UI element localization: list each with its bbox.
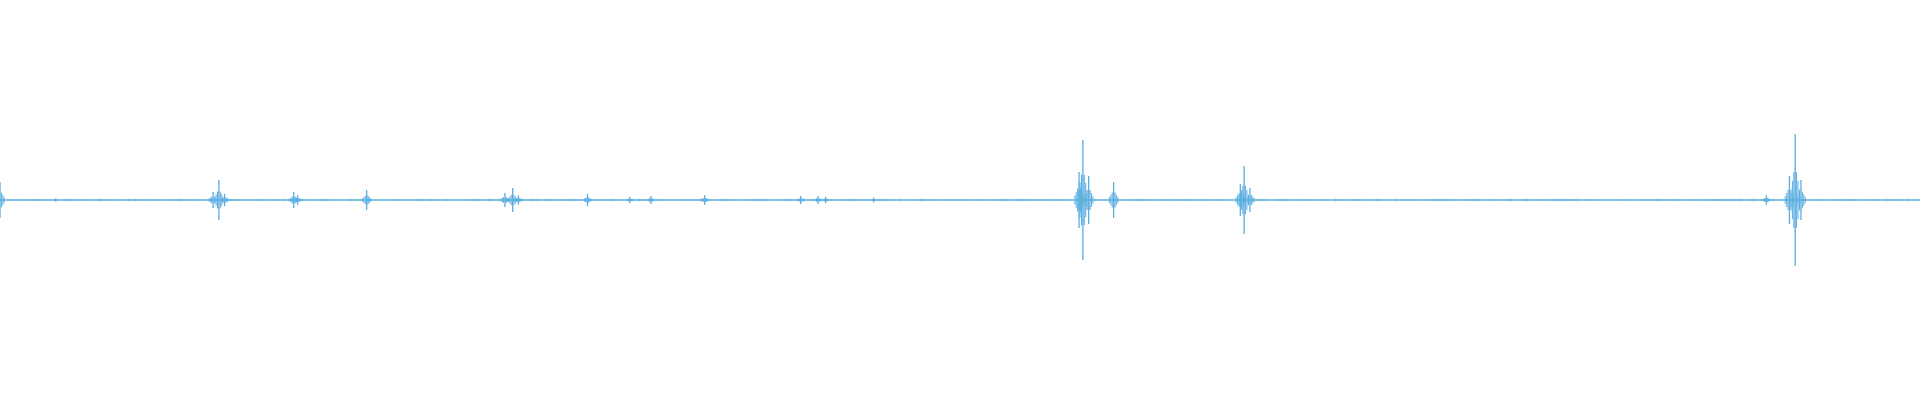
waveform-peak xyxy=(1796,180,1806,220)
waveform-peak xyxy=(500,192,510,208)
waveform-peak xyxy=(1083,176,1094,224)
waveform-peak xyxy=(1761,195,1772,205)
waveform-peak xyxy=(582,194,593,206)
waveform-peak xyxy=(795,196,806,204)
waveform-peak xyxy=(1108,182,1119,218)
waveform-peak xyxy=(292,195,303,205)
waveform-peak xyxy=(1245,188,1255,212)
waveform-peak xyxy=(870,197,877,203)
waveform-peak xyxy=(362,190,372,210)
waveform-peak xyxy=(513,195,524,205)
waveform-peak xyxy=(53,198,58,202)
waveform-peak xyxy=(219,194,230,206)
waveform-peak xyxy=(625,196,635,204)
waveform-peak xyxy=(699,195,710,205)
waveform-peak xyxy=(646,196,656,204)
waveform-peak xyxy=(813,196,823,204)
waveform-peak xyxy=(0,182,5,218)
waveform-peak xyxy=(820,196,831,204)
